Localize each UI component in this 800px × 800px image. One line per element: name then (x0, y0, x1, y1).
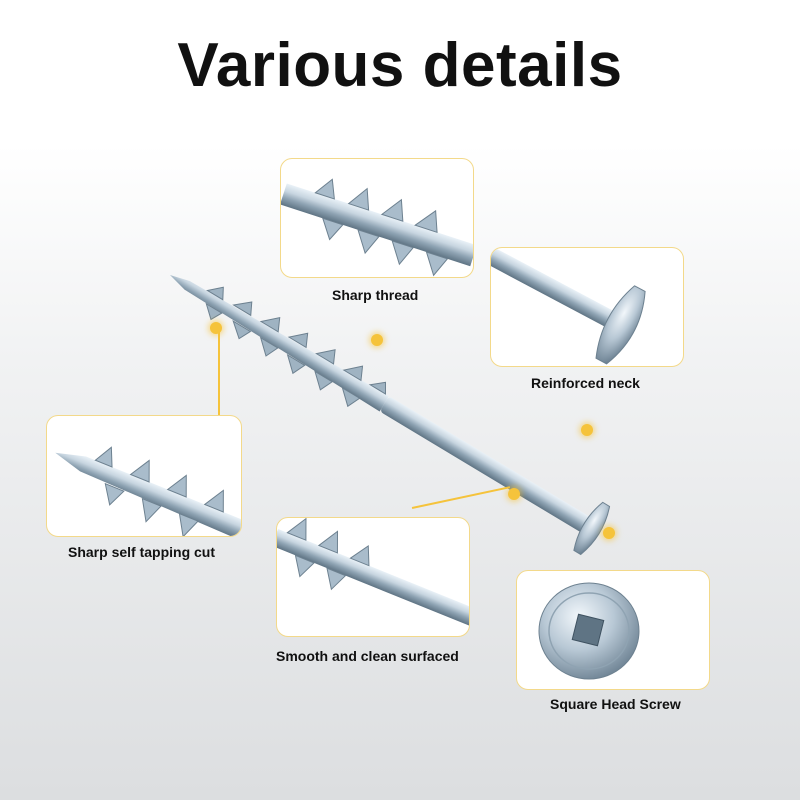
marker-dot-smooth-surface (508, 488, 520, 500)
marker-dot-self-tapping (210, 322, 222, 334)
surface-closeup-image (277, 518, 469, 629)
page-title: Various details (177, 31, 623, 100)
detail-card-smooth-surface (276, 517, 470, 637)
label-self-tapping: Sharp self tapping cut (68, 544, 216, 560)
detail-card-self-tapping (46, 415, 242, 537)
neck-closeup-image (491, 248, 646, 365)
leader-line-self-tapping (218, 330, 220, 416)
marker-dot-square-head (603, 527, 615, 539)
label-reinforced-neck: Reinforced neck (531, 375, 640, 391)
thread-closeup-image (281, 178, 473, 277)
leader-line-smooth-surface (411, 486, 510, 509)
detail-card-square-head (516, 570, 710, 690)
tip-closeup-image (55, 446, 241, 536)
square-head-closeup-image (538, 582, 640, 680)
label-smooth-surface: Smooth and clean surfaced (276, 648, 459, 664)
marker-dot-reinforced-neck (581, 424, 593, 436)
marker-dot-sharp-thread (371, 334, 383, 346)
detail-card-reinforced-neck (490, 247, 684, 367)
label-sharp-thread: Sharp thread (332, 287, 419, 303)
label-square-head: Square Head Screw (550, 696, 681, 712)
detail-card-sharp-thread (280, 158, 474, 278)
